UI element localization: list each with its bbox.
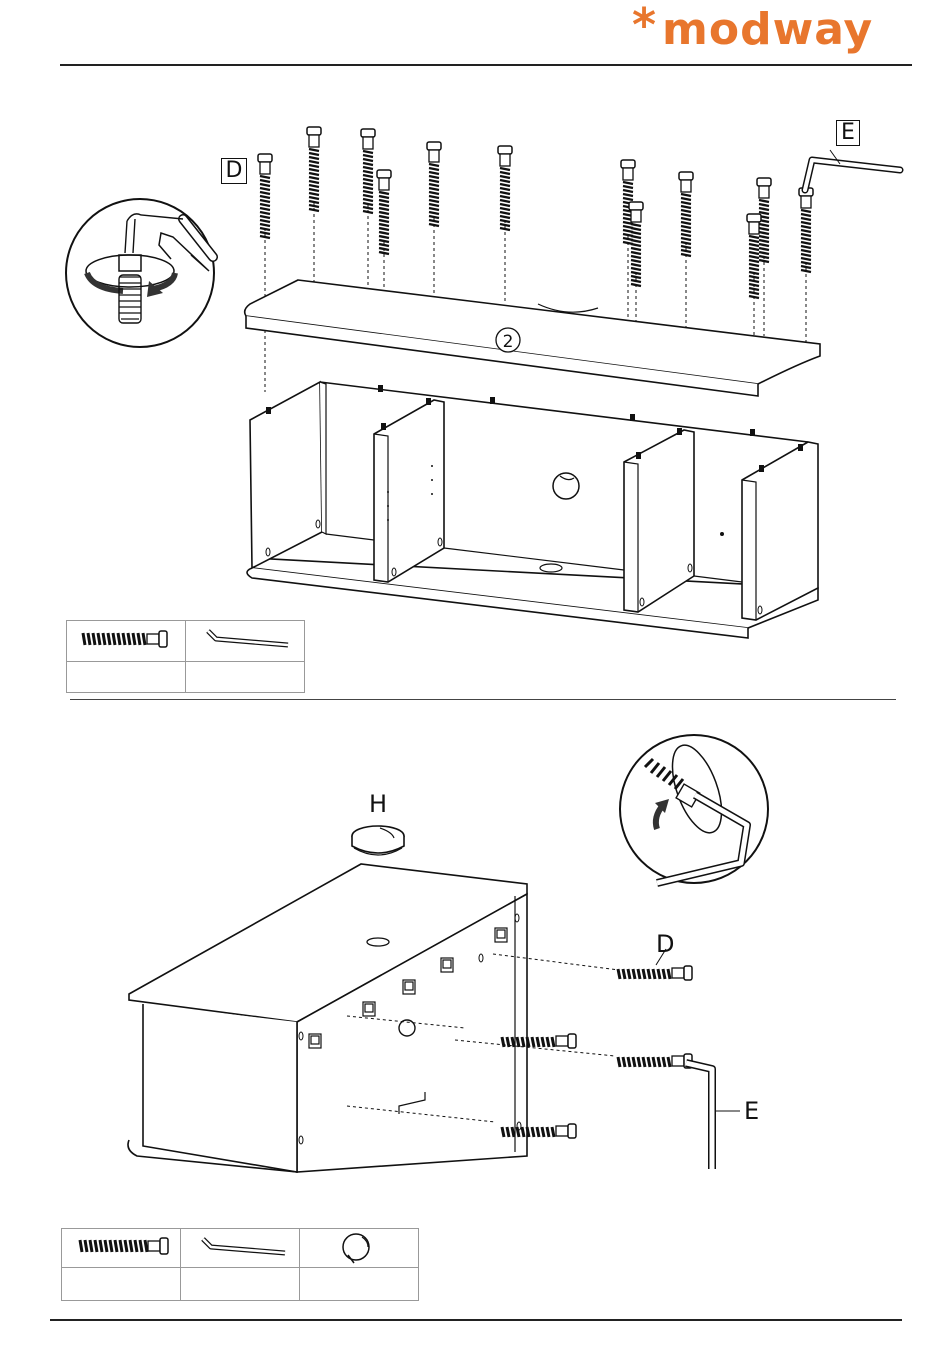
step-2-furniture bbox=[125, 860, 545, 1180]
step-2-qty-key bbox=[181, 1268, 300, 1301]
cam-bolt-icon bbox=[67, 621, 185, 657]
logo-wordmark: modway bbox=[662, 8, 873, 52]
label-h-grommet: H bbox=[369, 792, 387, 816]
step-1-qty-bolt bbox=[67, 662, 186, 693]
step-1-part-bolt bbox=[67, 621, 186, 662]
step-2-part-grommet bbox=[300, 1229, 419, 1268]
panel-number: 2 bbox=[503, 332, 514, 352]
label-d-screw-step2: D bbox=[656, 932, 674, 956]
step-1-parts-table bbox=[66, 620, 305, 693]
footer-divider bbox=[50, 1319, 902, 1321]
allen-key-icon bbox=[186, 621, 304, 657]
step-2-screws bbox=[490, 945, 750, 1135]
step-1-detail-circle bbox=[63, 197, 223, 357]
step-2-qty-grommet bbox=[300, 1268, 419, 1301]
step-2-qty-bolt bbox=[62, 1268, 181, 1301]
label-e-key: E bbox=[836, 120, 860, 146]
header-divider bbox=[60, 64, 912, 66]
label-e-key-step2: E bbox=[744, 1099, 759, 1123]
logo-star-icon: * bbox=[632, 2, 656, 48]
brand-logo: * modway bbox=[632, 2, 882, 64]
allen-key-icon bbox=[181, 1229, 299, 1263]
step-2-parts-table bbox=[61, 1228, 419, 1301]
label-d-screw: D bbox=[221, 158, 247, 184]
step-2-part-bolt bbox=[62, 1229, 181, 1268]
grommet-icon bbox=[300, 1229, 418, 1263]
step-divider bbox=[70, 699, 896, 700]
step-2-part-key bbox=[181, 1229, 300, 1268]
step-1-qty-key bbox=[186, 662, 305, 693]
step-1-furniture: 2 bbox=[238, 272, 838, 652]
step-2-detail-circle bbox=[617, 733, 777, 893]
cam-bolt-icon bbox=[62, 1229, 180, 1263]
step-1-part-key bbox=[186, 621, 305, 662]
